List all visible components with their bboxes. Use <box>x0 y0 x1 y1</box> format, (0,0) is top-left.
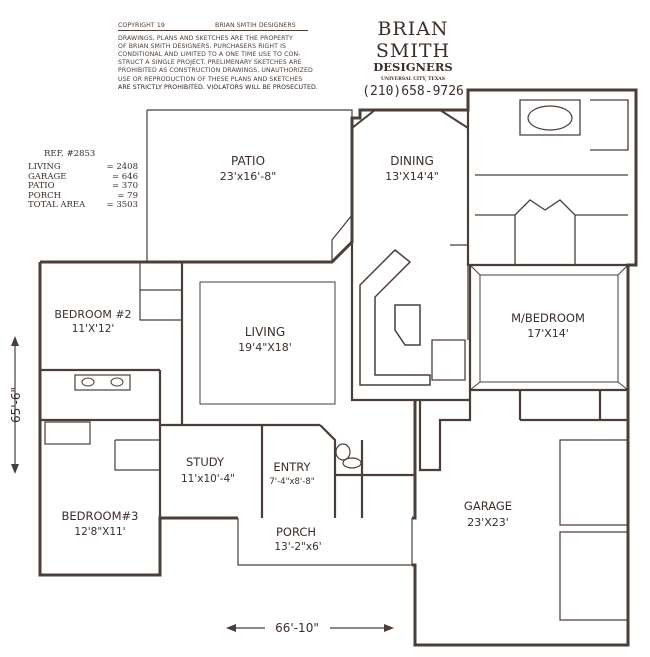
room-name-bedroom2: BEDROOM #2 <box>54 308 131 321</box>
vanity <box>74 374 131 391</box>
brand-phone: (210)658-9726 <box>362 84 464 99</box>
kitchen-counter <box>359 248 431 386</box>
toilet <box>335 443 351 461</box>
room-size-bedroom3: 12'8"X11' <box>74 526 125 538</box>
room-size-patio: 23'x16'-8" <box>220 170 277 183</box>
room-size-porch: 13'-2"x6' <box>274 541 321 553</box>
patio-outline <box>146 109 353 262</box>
exterior-walls <box>38 88 638 647</box>
copyright-line: STRUCT A SINGLE PROJECT. PRELIMENARY SKE… <box>118 59 302 67</box>
room-name-porch: PORCH <box>276 525 316 539</box>
bathtub <box>527 105 573 131</box>
room-name-dining: DINING <box>390 154 434 168</box>
pantry <box>431 244 469 381</box>
width-dimension: 66'-10" <box>275 621 319 635</box>
area-row: PORCH = 79 <box>28 190 138 201</box>
room-name-study: STUDY <box>186 455 225 469</box>
plan-ref: REF. #2853 <box>44 149 96 159</box>
powder-sink <box>342 457 362 469</box>
sink <box>81 377 95 387</box>
brand-sub: DESIGNERS <box>373 60 453 74</box>
area-value: = 2408 <box>106 162 138 173</box>
room-name-entry: ENTRY <box>273 460 311 474</box>
room-size-study: 11'x10'-4" <box>181 473 235 485</box>
copyright-line: OF BRIAN SMITH DESIGNERS. PURCHASERS RIG… <box>118 43 287 51</box>
copyright-notice: COPYRIGHT 19 BRIAN SMTIH DESIGNERS DRAWIN… <box>118 22 318 92</box>
area-row: LIVING = 2408 <box>28 162 138 173</box>
dimension-arrows <box>11 336 394 632</box>
area-value: = 646 <box>111 171 138 182</box>
room-size-entry: 7'-4"x8'-8" <box>269 477 314 487</box>
kitchen-island <box>394 304 421 346</box>
room-name-living: LIVING <box>245 325 285 339</box>
room-name-bedroom3: BEDROOM#3 <box>62 509 139 523</box>
porch-outline <box>237 518 413 566</box>
area-row: TOTAL AREA = 3503 <box>28 200 138 211</box>
copyright-line: CONDITIONAL AND LIMITED TO A ONE TIME US… <box>118 51 301 59</box>
area-label: LIVING <box>28 162 61 173</box>
copyright-line: PROHIBITED AS CONSTRUCTION DRAWINGS. UNA… <box>118 67 313 75</box>
room-size-dining: 13'X14'4" <box>385 170 439 183</box>
depth-dimension: 65'-6" <box>9 387 23 423</box>
room-name-garage: GARAGE <box>464 499 512 513</box>
copyright-line: ARE STRICTLY PROHIBITED. VIOLATORS WILL … <box>118 83 318 91</box>
area-label: TOTAL AREA <box>28 200 86 211</box>
room-size-bedroom2: 11'X'12' <box>72 323 115 335</box>
area-table: REF. #2853 LIVING = 2408 GARAGE = 646 PATI… <box>28 149 138 211</box>
area-row: PATIO = 370 <box>28 181 138 192</box>
area-label: PATIO <box>28 181 55 192</box>
sink <box>110 377 124 387</box>
area-row: GARAGE = 646 <box>28 171 138 182</box>
copyright-line: USE OR REPRODUCTION OF THESE PLANS AND S… <box>118 75 303 83</box>
room-size-garage: 23'X23' <box>467 516 509 529</box>
area-value: = 79 <box>117 190 138 201</box>
copyright-year: COPYRIGHT 19 <box>118 22 165 29</box>
copyright-owner: BRIAN SMTIH DESIGNERS <box>214 22 296 29</box>
dining-chamfer <box>351 109 469 129</box>
copyright-line: DRAWINGS, PLANS AND SKETCHES ARE THE PRO… <box>118 35 293 43</box>
master-bath <box>475 99 629 265</box>
garage-doors <box>559 439 629 621</box>
area-value: = 3503 <box>106 200 138 211</box>
room-name-master: M/BEDROOM <box>511 311 585 325</box>
brand-block: BRIAN SMITH DESIGNERS UNIVERSAL CITY, TE… <box>338 18 488 99</box>
living-tray <box>199 281 336 405</box>
area-label: GARAGE <box>28 171 67 182</box>
brand-location: UNIVERSAL CITY, TEXAS <box>381 77 445 82</box>
closets <box>114 262 182 471</box>
room-name-patio: PATIO <box>231 154 265 168</box>
master-tray <box>469 264 629 391</box>
room-size-master: 17'X14' <box>527 327 569 340</box>
area-label: PORCH <box>28 190 62 201</box>
area-value: = 370 <box>111 181 138 192</box>
tub <box>44 421 91 445</box>
brand-name: BRIAN SMITH <box>375 18 451 62</box>
room-size-living: 19'4"X18' <box>238 341 292 354</box>
